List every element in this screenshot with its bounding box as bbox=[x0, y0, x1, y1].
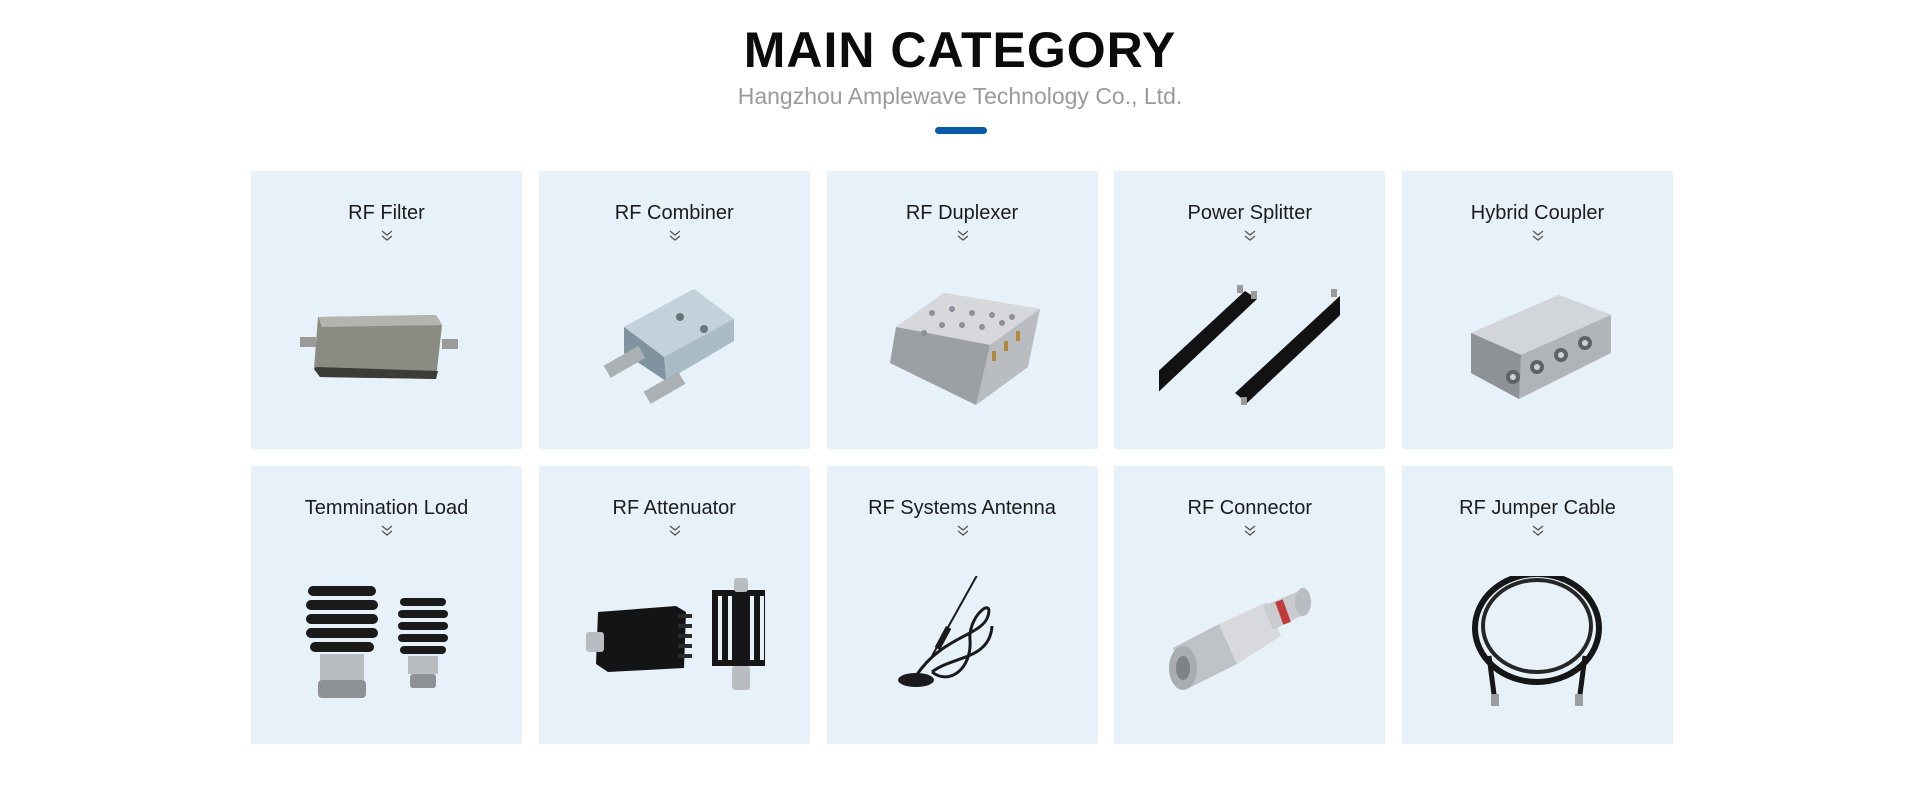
category-card-rf-filter[interactable]: RF Filter bbox=[251, 171, 522, 449]
rf-jumper-cable-image bbox=[1472, 576, 1602, 706]
category-card-rf-systems-antenna[interactable]: RF Systems Antenna bbox=[826, 466, 1098, 744]
double-chevron-down-icon bbox=[1532, 230, 1544, 241]
category-title: RF Combiner bbox=[614, 202, 734, 224]
rf-duplexer-image bbox=[889, 293, 1040, 405]
double-chevron-down-icon bbox=[669, 230, 681, 241]
double-chevron-down-icon bbox=[1532, 525, 1544, 536]
category-card-hybrid-coupler[interactable]: Hybrid Coupler bbox=[1402, 171, 1673, 449]
category-card-termination-load[interactable]: Temmination Load bbox=[251, 466, 522, 744]
category-card-rf-jumper-cable[interactable]: RF Jumper Cable bbox=[1402, 466, 1673, 744]
double-chevron-down-icon bbox=[669, 525, 681, 536]
page-subtitle: Hangzhou Amplewave Technology Co., Ltd. bbox=[737, 83, 1183, 109]
category-title: RF Filter bbox=[348, 202, 425, 224]
category-title: RF Systems Antenna bbox=[868, 497, 1056, 519]
title-underline bbox=[935, 127, 987, 134]
double-chevron-down-icon bbox=[1244, 230, 1256, 241]
rf-connector-image bbox=[1169, 588, 1312, 690]
category-title: Temmination Load bbox=[304, 497, 469, 519]
category-title: RF Attenuator bbox=[612, 497, 736, 519]
category-title: RF Connector bbox=[1187, 497, 1313, 519]
category-title: RF Jumper Cable bbox=[1459, 497, 1616, 519]
category-card-rf-attenuator[interactable]: RF Attenuator bbox=[538, 466, 810, 744]
category-card-rf-connector[interactable]: RF Connector bbox=[1114, 466, 1386, 744]
category-title: Hybrid Coupler bbox=[1470, 202, 1605, 224]
page-title: MAIN CATEGORY bbox=[743, 22, 1177, 78]
rf-attenuator-image bbox=[585, 578, 765, 690]
category-card-rf-duplexer[interactable]: RF Duplexer bbox=[826, 171, 1098, 449]
termination-load-image bbox=[306, 586, 448, 698]
double-chevron-down-icon bbox=[957, 525, 968, 536]
rf-combiner-image bbox=[603, 289, 734, 404]
double-chevron-down-icon bbox=[381, 230, 393, 241]
category-title: Power Splitter bbox=[1187, 202, 1313, 224]
double-chevron-down-icon bbox=[1244, 525, 1256, 536]
double-chevron-down-icon bbox=[957, 230, 968, 241]
rf-filter-image bbox=[300, 315, 458, 379]
category-card-power-splitter[interactable]: Power Splitter bbox=[1114, 171, 1386, 449]
category-title: RF Duplexer bbox=[905, 202, 1019, 224]
double-chevron-down-icon bbox=[381, 525, 393, 536]
category-grid: RF Filter RF Combiner RF Duplexer bbox=[251, 171, 1673, 744]
hybrid-coupler-image bbox=[1471, 295, 1611, 399]
rf-antenna-image bbox=[897, 576, 993, 687]
category-card-rf-combiner[interactable]: RF Combiner bbox=[538, 171, 810, 449]
power-splitter-image bbox=[1159, 285, 1341, 405]
